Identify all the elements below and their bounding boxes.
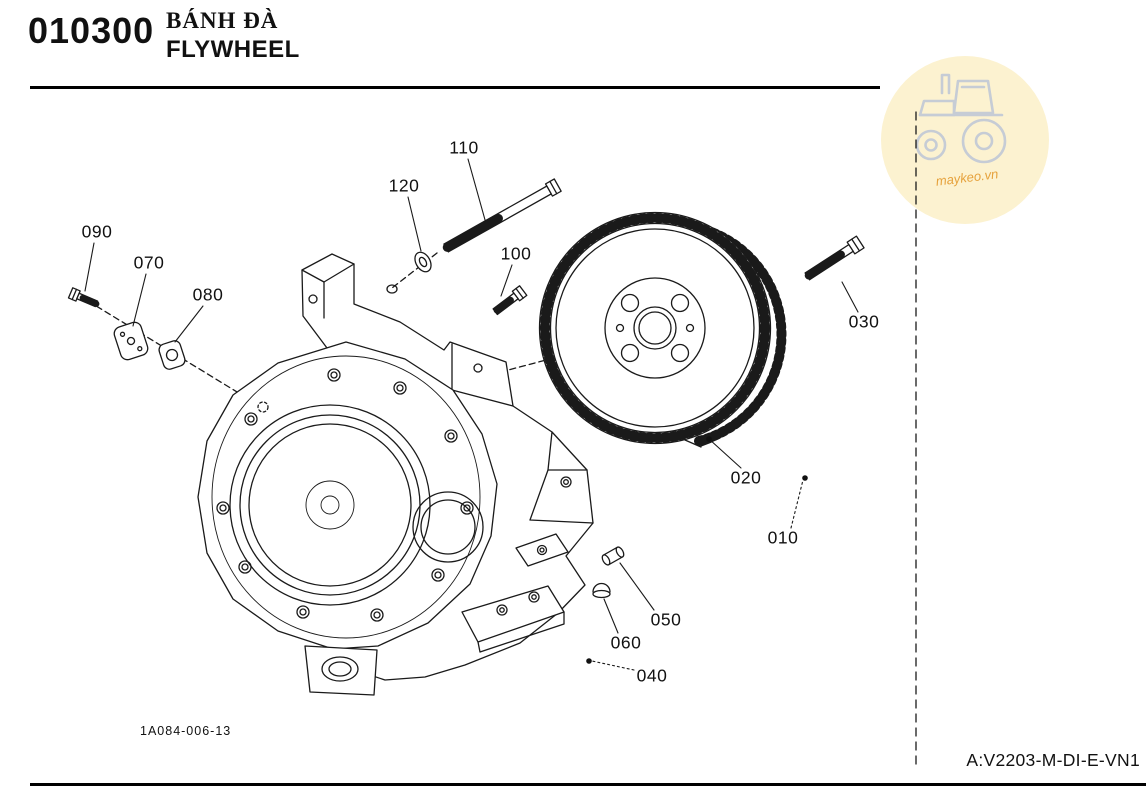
footer-divider <box>30 783 1146 786</box>
bolt-110-drawing <box>441 178 562 253</box>
housing-bolt-holes <box>216 368 474 622</box>
flywheel-housing-face-drawing <box>197 284 498 650</box>
bolt-030-drawing <box>803 235 865 281</box>
pin-050-drawing <box>601 546 625 566</box>
header-divider <box>30 86 880 89</box>
part-label-040: 040 <box>636 665 668 686</box>
part-label-020: 020 <box>730 467 762 488</box>
flywheel-drawing <box>538 211 787 448</box>
leader-lines <box>84 158 859 671</box>
drawing-number: 1A084-006-13 <box>140 724 232 738</box>
bolt-100-drawing <box>491 285 528 316</box>
part-label-010: 010 <box>767 527 799 548</box>
page-title-english: FLYWHEEL <box>166 36 300 63</box>
plug-060-drawing <box>592 582 611 599</box>
cover-plate-070-drawing <box>113 321 149 361</box>
part-label-120: 120 <box>388 175 420 196</box>
leader-dots <box>586 436 808 664</box>
tractor-watermark-icon <box>881 56 1049 224</box>
model-code: A:V2203-M-DI-E-VN1 <box>966 750 1140 770</box>
part-label-100: 100 <box>500 243 532 264</box>
gasket-080-drawing <box>158 340 186 370</box>
page-title-vietnamese: BÁNH ĐÀ <box>166 8 279 33</box>
section-code: 010300 <box>28 10 155 51</box>
washer-120-drawing <box>414 251 432 273</box>
part-label-070: 070 <box>133 252 165 273</box>
part-label-110: 110 <box>449 137 479 158</box>
part-label-080: 080 <box>192 284 224 305</box>
part-label-090: 090 <box>81 221 113 242</box>
part-label-050: 050 <box>650 609 682 630</box>
bolt-090-drawing <box>67 287 100 308</box>
part-label-030: 030 <box>848 311 880 332</box>
part-label-060: 060 <box>610 632 642 653</box>
flywheel-housing-feet-drawing <box>304 533 569 696</box>
watermark <box>878 53 1052 227</box>
